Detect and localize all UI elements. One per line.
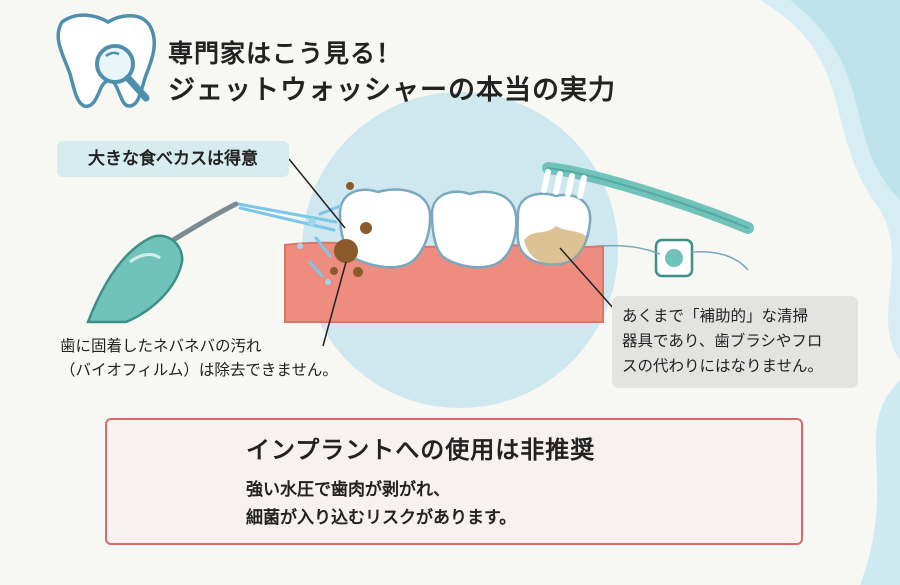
callout-supplementary: あくまで「補助的」な清掃 器具であり、歯ブラシやフロ スの代わりにはなりません。 (612, 296, 858, 388)
page-title-line2: ジェットウォッシャーの本当の実力 (168, 75, 616, 106)
callout-biofilm-line2: （バイオフィルム）は除去できません。 (60, 361, 338, 379)
tooth-magnifier-icon (56, 13, 156, 109)
callout-supplementary-line2: 器具であり、歯ブラシやフロ (622, 332, 823, 350)
warning-body-line1: 強い水圧で歯肉が剥がれ、 (246, 480, 451, 500)
dental-floss-icon (601, 238, 749, 278)
callout-food-debris: 大きな食べカスは得意 (57, 141, 289, 177)
toothbrush-icon (541, 162, 754, 234)
callout-supplementary-line3: スの代わりにはなりません。 (622, 357, 824, 375)
page-title-line1: 専門家はこう見る！ (168, 39, 403, 68)
decorative-wave (760, 0, 900, 585)
callout-supplementary-line1: あくまで「補助的」な清掃 (622, 307, 809, 325)
food-debris (330, 182, 372, 277)
water-flosser-icon (86, 201, 239, 324)
water-drops (297, 218, 331, 285)
leader-lines (288, 158, 623, 347)
water-jet (236, 202, 342, 278)
plaque (524, 226, 586, 265)
warning-title: インプラントへの使用は非推奨 (246, 436, 596, 464)
warning-body-line2: 細菌が入り込むリスクがあります。 (246, 508, 517, 528)
callout-biofilm-line1: 歯に固着したネバネバの汚れ (60, 337, 262, 355)
callout-biofilm: 歯に固着したネバネバの汚れ （バイオフィルム）は除去できません。 (60, 334, 380, 382)
warning-box (105, 418, 803, 545)
warning-body: 強い水圧で歯肉が剥がれ、 細菌が入り込むリスクがあります。 (246, 476, 516, 532)
